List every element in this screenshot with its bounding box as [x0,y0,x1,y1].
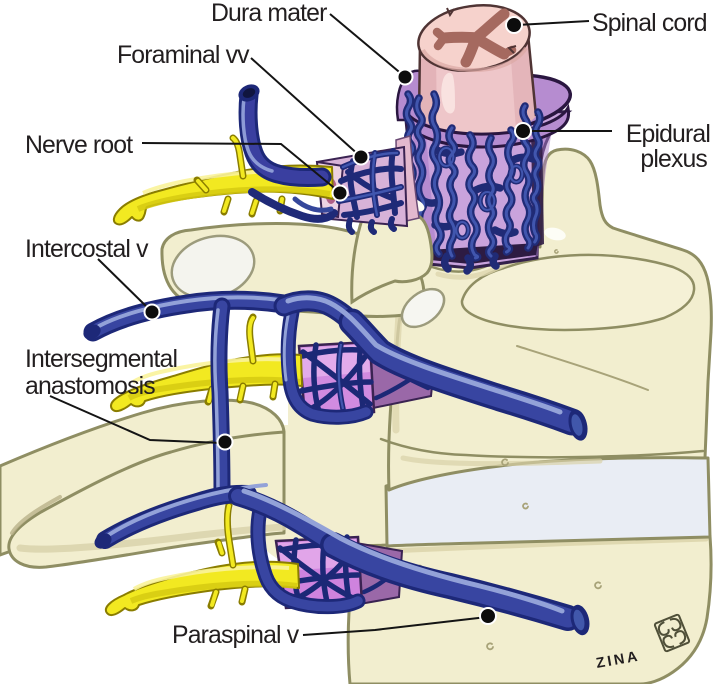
svg-text:Intercostal v: Intercostal v [25,236,149,263]
svg-text:Dura mater: Dura mater [211,0,327,27]
svg-text:Nerve root: Nerve root [25,132,133,159]
svg-text:Paraspinal v: Paraspinal v [172,622,300,649]
svg-text:Intersegmental: Intersegmental [25,346,177,373]
svg-text:Foraminal vv: Foraminal vv [117,42,250,69]
svg-text:Spinal cord: Spinal cord [592,10,707,37]
svg-text:Epidural: Epidural [626,121,710,148]
svg-text:plexus: plexus [640,146,707,173]
svg-text:ZINA: ZINA [595,649,641,672]
svg-text:anastomosis: anastomosis [25,373,155,400]
